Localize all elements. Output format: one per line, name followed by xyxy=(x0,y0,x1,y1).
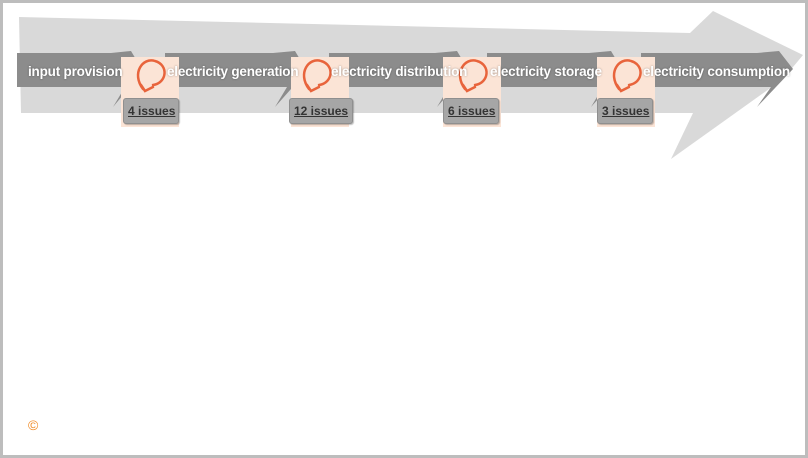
loop-arrow-icon-3 xyxy=(458,59,488,93)
stage-label-electricity-distribution: electricity distribution xyxy=(331,64,468,79)
stage-arrow-electricity-storage[interactable] xyxy=(487,51,623,107)
stage-arrow-electricity-consumption[interactable] xyxy=(641,51,793,107)
loop-icons-layer xyxy=(136,59,642,93)
issues-badge-4[interactable]: 3 issues xyxy=(597,98,653,124)
stage-arrow-electricity-distribution[interactable] xyxy=(329,51,469,107)
stage-label-electricity-storage: electricity storage xyxy=(490,64,602,79)
issues-badge-3[interactable]: 6 issues xyxy=(443,98,499,124)
issues-badge-1[interactable]: 4 issues xyxy=(123,98,179,124)
stage-arrow-input-provision[interactable] xyxy=(17,51,143,107)
stage-label-electricity-generation: electricity generation xyxy=(167,64,299,79)
stage-label-electricity-consumption: electricity consumption xyxy=(643,64,790,79)
stage-arrow-electricity-generation[interactable] xyxy=(165,51,307,107)
diagram-canvas xyxy=(17,11,803,159)
copyright-icon: © xyxy=(28,417,39,433)
issues-badge-2[interactable]: 12 issues xyxy=(289,98,353,124)
stage-label-input-provision: input provision xyxy=(28,64,123,79)
loop-arrow-icon-4 xyxy=(612,59,642,93)
loop-arrow-icon-1 xyxy=(136,59,166,93)
loop-arrow-icon-2 xyxy=(302,59,332,93)
